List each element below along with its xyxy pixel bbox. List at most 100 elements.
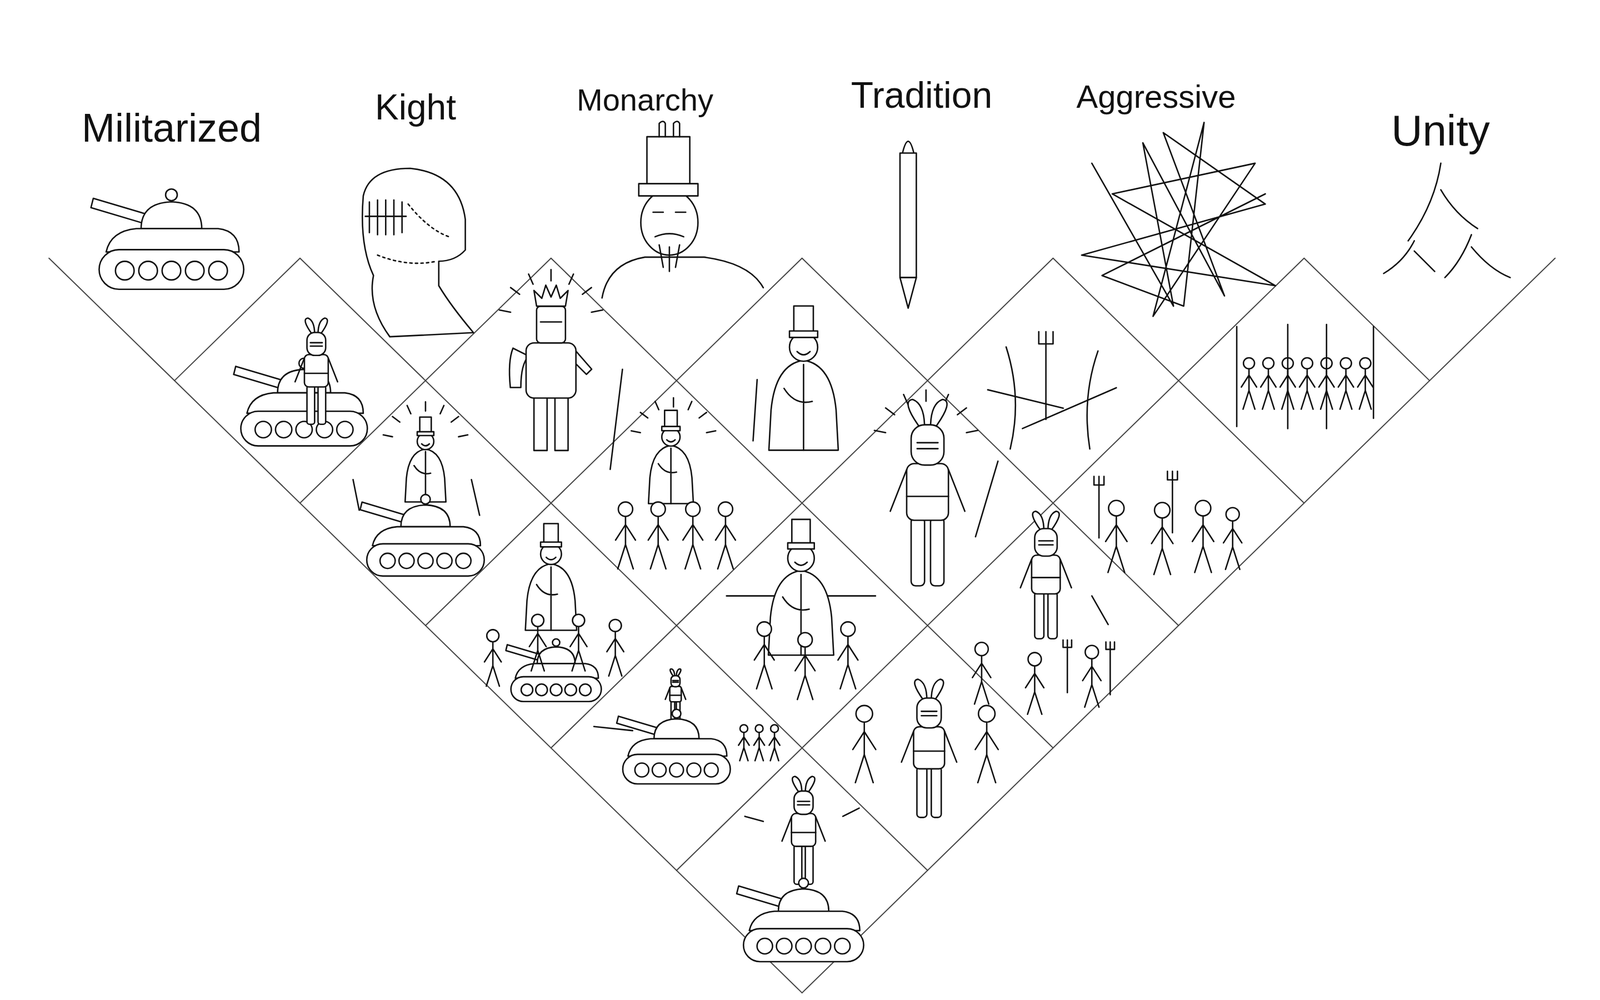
trait-label: Aggressive	[1076, 80, 1237, 113]
cell-tank-knight-crowd	[593, 668, 780, 784]
cell-knight-on-tank	[782, 776, 826, 884]
cell-king-crowd	[615, 397, 736, 569]
diamond-grid	[676, 258, 1305, 871]
cell-king-crowd	[682, 502, 703, 569]
cell-spear-crowd	[1236, 324, 1374, 429]
diamond-grid	[551, 258, 1054, 749]
cell-pitchfork-crowd	[1093, 476, 1104, 539]
cell-weapons	[1038, 331, 1054, 420]
cell-king-arms-crowd	[754, 621, 775, 689]
diamond-grid	[802, 258, 1556, 993]
scribble-icon	[1081, 122, 1276, 317]
cell-spear-crowd	[1299, 357, 1315, 410]
cell-knight-on-tank	[736, 878, 864, 962]
king-bust-icon	[602, 257, 764, 298]
tank-icon	[91, 188, 244, 290]
cell-tank-knight-crowd	[738, 724, 749, 761]
helmet-icon	[377, 255, 438, 264]
cell-knight-pitchforks	[1063, 640, 1072, 693]
pencil-icon	[900, 141, 917, 308]
cell-pitchfork-crowd	[1093, 471, 1242, 575]
cell-crowned-knight	[509, 285, 592, 451]
cell-king-pencil	[768, 306, 839, 451]
cell-knight-tank	[233, 317, 368, 446]
diamond-grid	[802, 258, 1179, 626]
cell-king-pencil	[753, 379, 758, 441]
cell-king-tank-crowd	[606, 619, 624, 677]
cell-tank-knight-crowd	[753, 724, 765, 761]
cell-knight-pitchforks	[1020, 511, 1072, 639]
cell-king-tank-crowd	[525, 523, 577, 631]
cell-pitchfork-crowd	[1192, 500, 1214, 573]
cell-weapons	[987, 387, 1117, 429]
trait-label: Kight	[375, 89, 457, 125]
cell-knight-pitchforks	[1106, 642, 1115, 695]
cell-king-on-tank	[353, 401, 485, 577]
cell-spear-crowd	[1260, 357, 1277, 410]
cell-king-tank-crowd	[529, 614, 547, 672]
cell-king-on-tank	[405, 417, 446, 503]
king-bust-icon	[653, 212, 687, 272]
cell-knight-on-tank	[736, 776, 864, 962]
cell-knight-pitchforks	[1091, 596, 1108, 625]
cell-king-on-tank	[353, 479, 480, 515]
king-bust-icon	[640, 190, 698, 256]
trait-label: Militarized	[81, 107, 262, 148]
king-bust-icon	[638, 183, 699, 197]
helmet-icon	[408, 203, 449, 237]
helmet-icon	[362, 168, 474, 337]
cell-king-tank-crowd	[484, 523, 624, 702]
diamond-grid	[425, 258, 803, 626]
cell-knight-crowd	[975, 705, 998, 783]
cell-weapons	[987, 331, 1117, 449]
pencil-icon	[900, 153, 917, 278]
cell-knight-pitchforks	[1082, 645, 1102, 708]
diamond-grid	[551, 258, 1054, 749]
crowd-glyph-icon	[1383, 240, 1435, 274]
crowd-glyph-icon	[1383, 163, 1511, 278]
helmet-icon	[362, 168, 474, 337]
pencil-icon	[900, 277, 917, 309]
cell-king-tank-crowd	[570, 614, 587, 672]
cell-king-arms-crowd	[726, 519, 876, 700]
tank-icon	[91, 188, 244, 290]
cell-pitchfork-crowd	[1167, 471, 1178, 533]
cell-tank-knight-crowd	[593, 726, 633, 731]
cell-knight-crowd	[901, 679, 957, 818]
cell-knight-pitchforks	[972, 511, 1115, 715]
king-bust-icon	[602, 121, 764, 299]
cell-pitchfork-crowd	[1223, 507, 1242, 570]
cell-spear-crowd	[1241, 357, 1257, 410]
trait-label: Monarchy	[576, 84, 714, 116]
cell-king-crowd	[648, 502, 669, 569]
cell-spear-crowd	[1357, 357, 1374, 410]
cell-king-pencil	[753, 306, 839, 451]
cell-spear-crowd	[1236, 324, 1374, 429]
cell-general	[890, 399, 965, 587]
cell-king-tank-crowd	[505, 638, 602, 702]
king-bust-icon	[659, 121, 680, 138]
trait-label: Tradition	[851, 76, 993, 114]
cell-knight-pitchforks	[1025, 652, 1044, 715]
cell-crowned-knight	[499, 269, 623, 470]
diamond-grid	[48, 258, 1555, 993]
trait-label: Unity	[1391, 108, 1490, 153]
cell-king-crowd	[615, 502, 636, 569]
cell-knight-on-tank	[745, 808, 860, 822]
cell-king-crowd	[715, 502, 736, 569]
king-bust-icon	[646, 136, 690, 188]
cell-crowned-knight	[610, 369, 623, 470]
helmet-icon	[365, 200, 407, 235]
cell-tank-knight-crowd	[616, 709, 731, 784]
crowd-glyph-icon	[1445, 234, 1511, 278]
cell-knight-pitchforks	[972, 642, 991, 704]
cell-king-on-tank	[360, 494, 484, 577]
cell-king-arms-crowd	[837, 621, 858, 689]
cell-knight-tank	[233, 358, 368, 447]
diamond-grid	[300, 258, 928, 871]
cell-knight-crowd	[852, 705, 876, 783]
cell-pitchfork-crowd	[1151, 502, 1174, 575]
cell-general	[874, 390, 998, 587]
